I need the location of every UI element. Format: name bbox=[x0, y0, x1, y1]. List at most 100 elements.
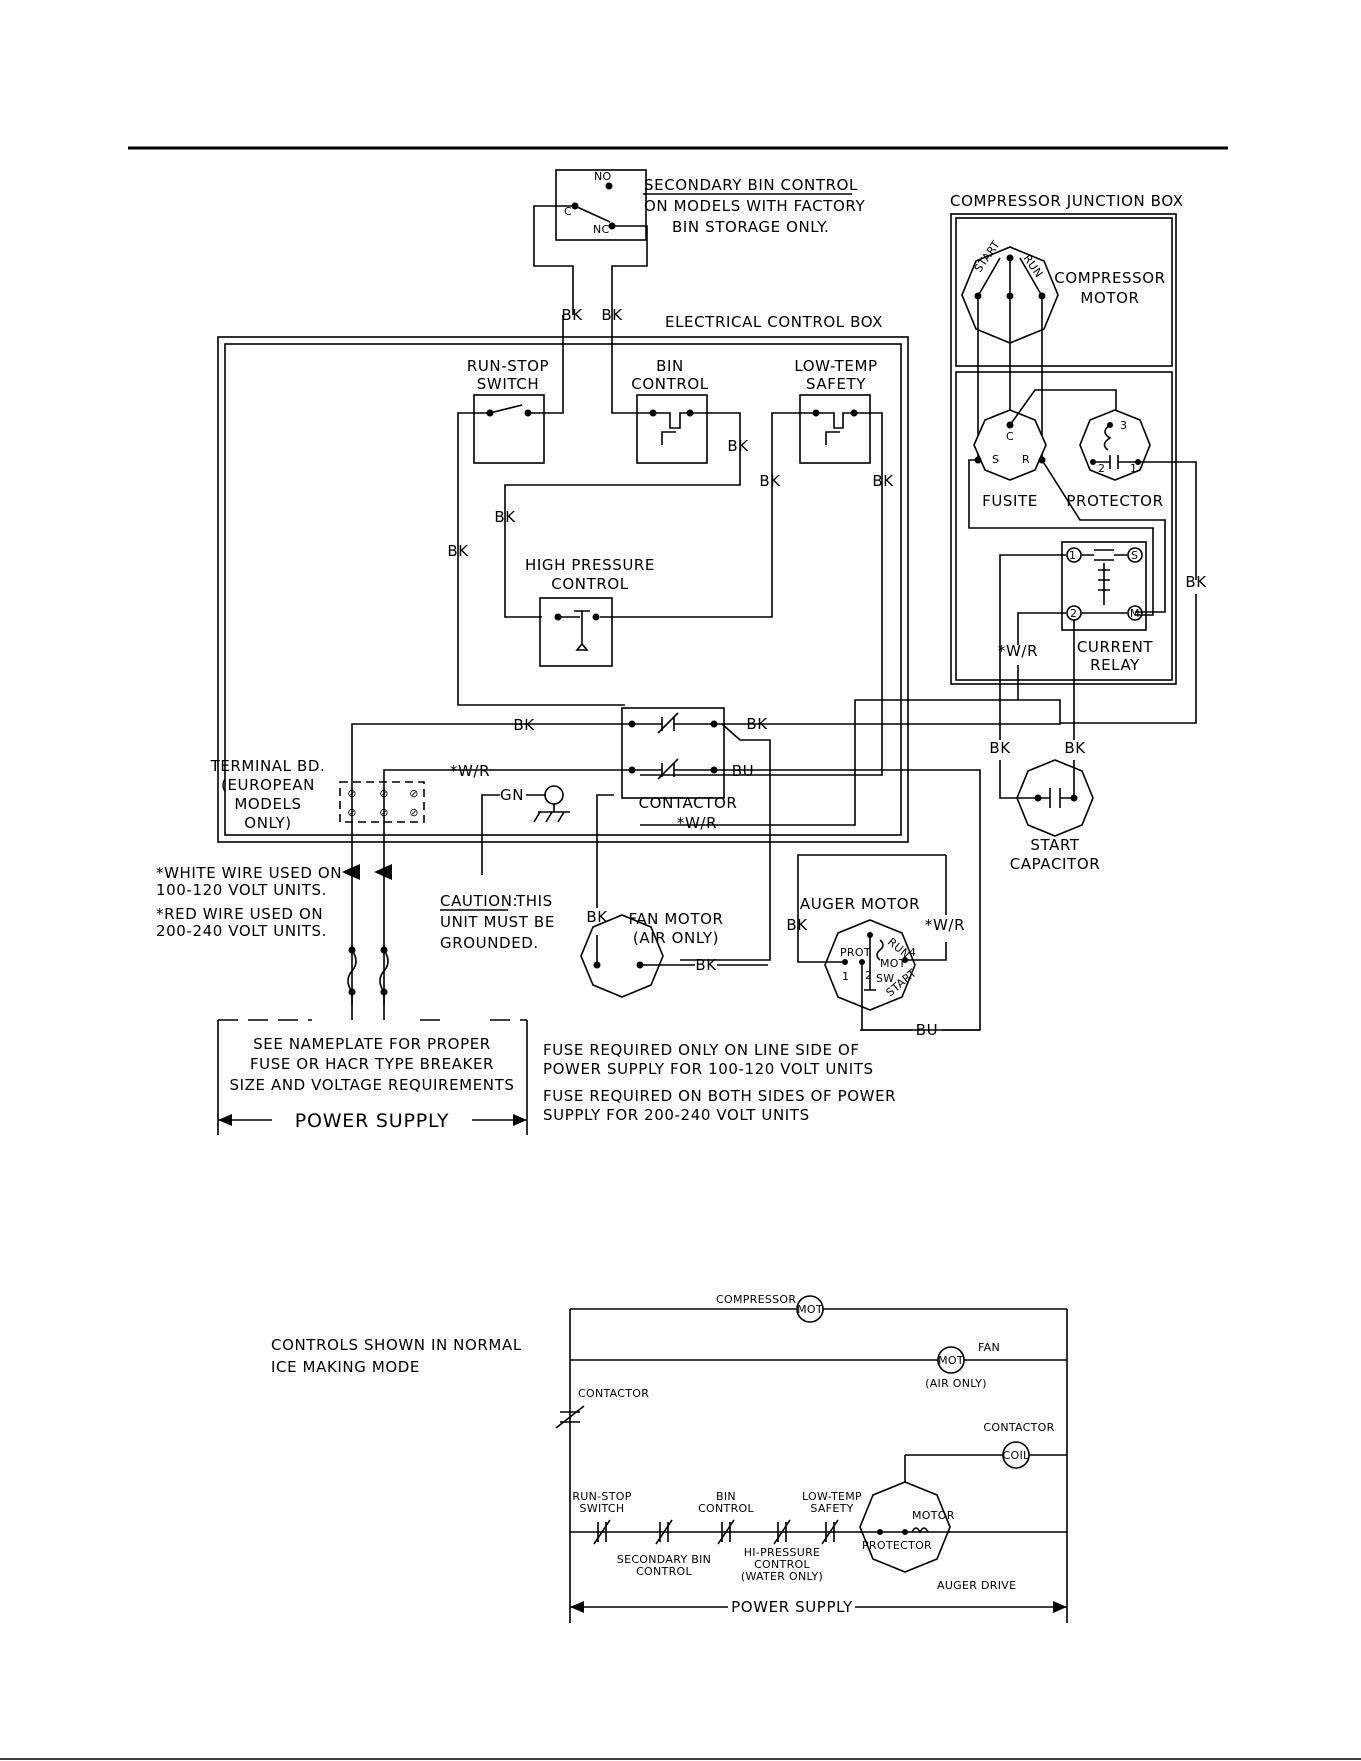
svg-text:MOT: MOT bbox=[938, 1354, 964, 1367]
svg-text:CAUTION:: CAUTION: bbox=[440, 892, 518, 910]
ground-connection: GN bbox=[481, 785, 570, 875]
contactor: CONTACTOR *W/R BK bbox=[621, 699, 1061, 961]
svg-text:⊘: ⊘ bbox=[347, 787, 357, 800]
svg-text:200-240 VOLT UNITS.: 200-240 VOLT UNITS. bbox=[156, 922, 327, 940]
auger-motor: AUGER MOTOR PROT MOT RUN START SW 1 2 4 … bbox=[786, 854, 980, 1039]
terminal-board: TERMINAL BD. (EUROPEAN MODELS ONLY) ⊘ ⊘ … bbox=[210, 757, 425, 832]
current-relay: 1 S 2 M CURRENT RELAY *W/R bbox=[998, 541, 1154, 740]
svg-text:*WHITE WIRE USED ON: *WHITE WIRE USED ON bbox=[156, 864, 342, 882]
svg-text:BK: BK bbox=[786, 916, 808, 934]
svg-text:BU: BU bbox=[732, 762, 754, 780]
svg-text:BIN: BIN bbox=[656, 357, 684, 375]
svg-text:CONTROL: CONTROL bbox=[636, 1565, 692, 1578]
svg-text:BK: BK bbox=[695, 956, 717, 974]
svg-text:BK: BK bbox=[1064, 739, 1086, 757]
svg-text:BK: BK bbox=[872, 472, 894, 490]
secondary-bin-control: NO C NC BK BK SECONDARY BIN CONTROL ON M… bbox=[533, 169, 865, 324]
low-temp-safety: LOW-TEMP SAFETY BK BK bbox=[600, 357, 894, 776]
svg-text:COMPRESSOR JUNCTION BOX: COMPRESSOR JUNCTION BOX bbox=[950, 192, 1184, 210]
svg-text:⊘: ⊘ bbox=[379, 787, 389, 800]
svg-text:*W/R: *W/R bbox=[998, 642, 1038, 660]
svg-text:S: S bbox=[992, 453, 999, 466]
electrical-control-box: ELECTRICAL CONTROL BOX bbox=[217, 313, 909, 843]
svg-text:COIL: COIL bbox=[1003, 1449, 1030, 1462]
svg-text:BK: BK bbox=[513, 716, 535, 734]
svg-text:SEE NAMEPLATE FOR PROPER: SEE NAMEPLATE FOR PROPER bbox=[253, 1035, 491, 1053]
svg-text:BK: BK bbox=[989, 739, 1011, 757]
svg-text:CONTACTOR: CONTACTOR bbox=[639, 794, 738, 812]
svg-text:CONTROLS SHOWN IN NORMAL: CONTROLS SHOWN IN NORMAL bbox=[271, 1336, 522, 1354]
svg-text:AUGER MOTOR: AUGER MOTOR bbox=[800, 895, 920, 913]
svg-text:SECONDARY BIN: SECONDARY BIN bbox=[617, 1553, 711, 1566]
svg-text:FUSE REQUIRED ON BOTH SIDES OF: FUSE REQUIRED ON BOTH SIDES OF POWER bbox=[543, 1087, 896, 1105]
svg-text:CONTROL: CONTROL bbox=[551, 575, 628, 593]
left-supply-wiring: BK *W/R BU bbox=[351, 716, 981, 1031]
svg-text:SIZE AND VOLTAGE REQUIREMENTS: SIZE AND VOLTAGE REQUIREMENTS bbox=[230, 1076, 515, 1094]
svg-text:R: R bbox=[1022, 453, 1030, 466]
svg-text:FAN: FAN bbox=[978, 1341, 1000, 1354]
bin-control-switch: BIN CONTROL BK BK bbox=[494, 315, 749, 618]
svg-text:S: S bbox=[1131, 549, 1138, 562]
svg-text:C: C bbox=[564, 205, 572, 218]
protector: 3 2 1 PROTECTOR BK bbox=[1060, 409, 1207, 724]
svg-text:⊘: ⊘ bbox=[347, 806, 357, 819]
svg-text:1: 1 bbox=[1130, 462, 1137, 475]
svg-text:CURRENT: CURRENT bbox=[1077, 638, 1154, 656]
svg-text:MOTOR: MOTOR bbox=[912, 1509, 955, 1522]
svg-text:MOTOR: MOTOR bbox=[1080, 289, 1139, 307]
svg-text:PROTECTOR: PROTECTOR bbox=[862, 1539, 932, 1552]
svg-text:BK: BK bbox=[727, 437, 749, 455]
svg-text:AUGER DRIVE: AUGER DRIVE bbox=[937, 1579, 1016, 1592]
svg-text:2: 2 bbox=[865, 969, 872, 982]
fusite: C S R FUSITE bbox=[968, 389, 1166, 616]
svg-text:*W/R: *W/R bbox=[450, 762, 490, 780]
svg-text:SWITCH: SWITCH bbox=[477, 375, 539, 393]
svg-text:LOW-TEMP: LOW-TEMP bbox=[802, 1490, 862, 1503]
svg-text:BK: BK bbox=[586, 908, 608, 926]
svg-text:MOT: MOT bbox=[880, 957, 906, 970]
svg-text:(WATER ONLY): (WATER ONLY) bbox=[741, 1570, 823, 1583]
svg-text:PROTECTOR: PROTECTOR bbox=[1066, 492, 1163, 510]
svg-text:CONTROL: CONTROL bbox=[631, 375, 708, 393]
svg-text:HI-PRESSURE: HI-PRESSURE bbox=[744, 1546, 821, 1559]
svg-text:1: 1 bbox=[1069, 549, 1076, 562]
svg-text:CONTROL: CONTROL bbox=[754, 1558, 810, 1571]
svg-text:⊘: ⊘ bbox=[379, 806, 389, 819]
svg-text:ICE MAKING MODE: ICE MAKING MODE bbox=[271, 1358, 420, 1376]
svg-text:FUSITE: FUSITE bbox=[982, 492, 1038, 510]
svg-text:BK: BK bbox=[746, 715, 768, 733]
svg-text:COMPRESSOR: COMPRESSOR bbox=[1054, 269, 1165, 287]
svg-text:POWER SUPPLY: POWER SUPPLY bbox=[731, 1598, 853, 1616]
svg-text:RELAY: RELAY bbox=[1090, 656, 1140, 674]
svg-text:MODELS: MODELS bbox=[234, 795, 301, 813]
ladder-contacts bbox=[593, 1519, 839, 1545]
svg-text:CONTACTOR: CONTACTOR bbox=[983, 1421, 1054, 1434]
fan-motor: BK BK FAN MOTOR (AIR ONLY) bbox=[580, 794, 768, 998]
svg-text:CONTROL: CONTROL bbox=[698, 1502, 754, 1515]
svg-text:POWER SUPPLY: POWER SUPPLY bbox=[295, 1110, 450, 1132]
svg-text:FUSE OR HACR TYPE BREAKER: FUSE OR HACR TYPE BREAKER bbox=[250, 1055, 494, 1073]
svg-text:ELECTRICAL CONTROL BOX: ELECTRICAL CONTROL BOX bbox=[665, 313, 883, 331]
start-capacitor: BK BK START CAPACITOR bbox=[989, 739, 1099, 873]
svg-text:(AIR ONLY): (AIR ONLY) bbox=[633, 929, 719, 947]
high-pressure-control: HIGH PRESSURE CONTROL BK bbox=[447, 542, 654, 667]
svg-text:*W/R: *W/R bbox=[925, 916, 965, 934]
svg-text:⊘: ⊘ bbox=[409, 787, 419, 800]
svg-text:PROT: PROT bbox=[840, 946, 871, 959]
svg-text:100-120 VOLT UNITS.: 100-120 VOLT UNITS. bbox=[156, 881, 327, 899]
svg-text:START: START bbox=[1030, 836, 1080, 854]
svg-text:NC: NC bbox=[593, 223, 610, 236]
ladder-diagram: CONTROLS SHOWN IN NORMAL ICE MAKING MODE… bbox=[271, 1293, 1068, 1623]
svg-text:SUPPLY FOR 200-240 VOLT UNITS: SUPPLY FOR 200-240 VOLT UNITS bbox=[543, 1106, 810, 1124]
svg-text:4: 4 bbox=[909, 946, 916, 959]
svg-text:RUN-STOP: RUN-STOP bbox=[572, 1490, 631, 1503]
svg-text:CONTACTOR: CONTACTOR bbox=[578, 1387, 649, 1400]
svg-text:NO: NO bbox=[594, 170, 612, 183]
svg-text:*RED WIRE USED ON: *RED WIRE USED ON bbox=[156, 905, 323, 923]
svg-text:FUSE REQUIRED ONLY ON LINE SID: FUSE REQUIRED ONLY ON LINE SIDE OF bbox=[543, 1041, 860, 1059]
svg-text:3: 3 bbox=[1120, 419, 1127, 432]
svg-text:SW: SW bbox=[876, 972, 894, 985]
wire-color-notes: *WHITE WIRE USED ON 100-120 VOLT UNITS. … bbox=[156, 864, 392, 940]
svg-text:LOW-TEMP: LOW-TEMP bbox=[794, 357, 877, 375]
